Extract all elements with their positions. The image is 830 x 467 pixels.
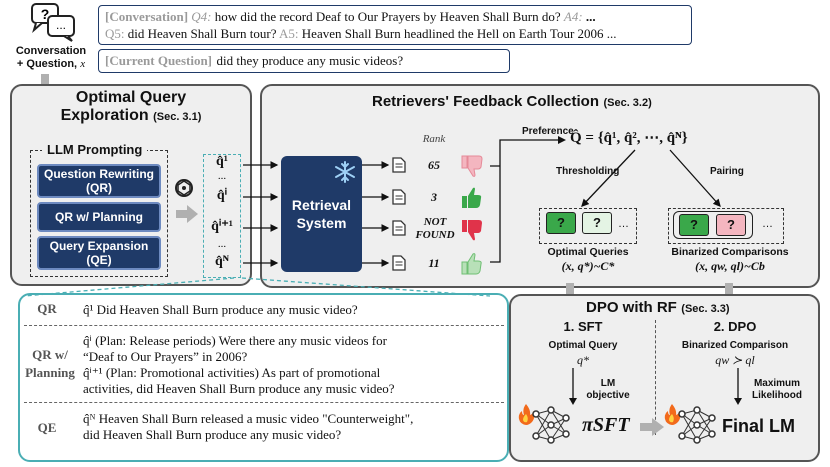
- document-icon: [392, 255, 406, 271]
- method-qe: Query Expansion (QE): [37, 236, 161, 270]
- feedback-title: Retrievers' Feedback Collection (Sec. 3.…: [372, 93, 652, 110]
- rank-value: 3: [431, 190, 437, 204]
- binarized-pair-bracket: [673, 211, 753, 239]
- query-candidates-box: [203, 154, 241, 278]
- dpo-heading: 2. DPO: [713, 319, 757, 334]
- svg-text:...: ...: [56, 18, 66, 32]
- dpo-title: DPO with RF (Sec. 3.3): [586, 299, 730, 316]
- document-icon: [392, 157, 406, 173]
- sft-heading: 1. SFT: [563, 319, 603, 334]
- example-row-qe: q̂ᴺ Heaven Shall Burn released a music v…: [83, 411, 414, 442]
- conversation-question-label: + Question, x: [16, 58, 86, 70]
- final-lm-label: Final LM: [722, 416, 795, 436]
- dpo-panel: [509, 294, 820, 462]
- rank-header: Rank: [422, 133, 446, 145]
- optimal-queries-label: Optimal Queries: [547, 246, 629, 258]
- optimal-query-bubble: ?: [546, 212, 576, 234]
- example-divider: [24, 325, 504, 326]
- example-row-qr: q̂¹ Did Heaven Shall Burn produce any mu…: [83, 302, 358, 317]
- down-thin-arrow-icon: [569, 368, 577, 405]
- conversation-line-2: Q5: did Heaven Shall Burn tour? A5: Heav…: [105, 26, 617, 41]
- openai-logo-icon: [175, 179, 193, 197]
- binarized-label: Binarized Comparisons: [671, 246, 789, 258]
- neural-network-icon: [532, 406, 570, 444]
- preference-bracket: [490, 136, 566, 263]
- preference-label: Preference: [522, 126, 574, 137]
- optimal-dots: …: [618, 218, 629, 230]
- examples-panel: [18, 293, 509, 462]
- sft-math: q*: [577, 353, 589, 367]
- query-dots-bottom: ...: [217, 238, 227, 250]
- conversation-caption: Conversation + Question, x: [6, 45, 96, 71]
- query-q1: q̂¹: [216, 154, 228, 169]
- optimal-queries-box: [539, 208, 637, 244]
- thumbs-down-light-icon: [461, 155, 483, 177]
- pairing-label: Pairing: [710, 166, 744, 177]
- retrieval-output-arrows: [362, 161, 390, 267]
- branch-arrows: [581, 149, 721, 207]
- example-label-qe: QE: [37, 420, 57, 435]
- fire-icon: [664, 404, 681, 425]
- gray-arrow-right-icon: [176, 205, 198, 223]
- binarized-dots: …: [762, 218, 773, 230]
- example-label-qr: QR: [37, 301, 57, 316]
- conversation-icon: ? ...: [31, 3, 75, 42]
- method-qr: Question Rewriting (QR): [37, 164, 161, 198]
- query-arrows: [243, 161, 279, 267]
- optimal-query-bubble: ?: [582, 212, 612, 234]
- example-divider: [24, 402, 504, 403]
- rejected-query-bubble: ?: [716, 214, 746, 236]
- llm-prompting-label: LLM Prompting: [42, 142, 148, 157]
- query-qn: q̂ᴺ: [215, 254, 229, 269]
- snowflake-icon: [335, 161, 355, 183]
- document-icon: [392, 220, 406, 236]
- query-set-formula: Q̂ = {q̂¹, q̂², ⋯, q̂ᴺ}: [570, 130, 688, 146]
- example-label-qr-planning: QR w/ Planning: [25, 347, 75, 380]
- thumbs-up-light-icon: [461, 253, 482, 275]
- conversation-label: Conversation: [15, 45, 87, 57]
- document-icon: [392, 189, 406, 205]
- method-qr-planning: QR w/ Planning: [37, 202, 161, 232]
- svg-text:?: ?: [41, 6, 50, 22]
- query-qi1: q̂ⁱ⁺¹: [211, 219, 233, 234]
- fire-icon: [518, 404, 535, 425]
- current-question-box: [Current Question] did they produce any …: [98, 49, 510, 73]
- max-likelihood-label: Maximum Likelihood: [752, 378, 802, 401]
- retrieval-system-label: Retrieval System: [291, 197, 352, 231]
- neural-network-icon: [678, 406, 716, 444]
- lm-objective-label: LM objective: [586, 378, 630, 401]
- sft-sub: Optimal Query: [548, 340, 618, 351]
- conversation-line-1: [Conversation] Q4: how did the record De…: [105, 9, 596, 24]
- dpo-sub: Binarized Comparison: [681, 340, 789, 351]
- optimal-queries-math: (x, q*)~C*: [561, 259, 615, 273]
- rank-value: NOT FOUND: [415, 216, 455, 241]
- query-qi: q̂ⁱ: [216, 188, 228, 203]
- binarized-math: (x, qw, ql)~Cb: [695, 259, 765, 273]
- retrieval-system-box: [281, 156, 362, 272]
- rank-value: 11: [428, 256, 440, 270]
- thresholding-label: Thresholding: [556, 166, 620, 177]
- preferred-query-bubble: ?: [679, 214, 709, 236]
- gray-arrow-right-icon: [640, 418, 664, 436]
- thumbs-up-icon: [462, 187, 482, 208]
- dpo-divider: [655, 320, 656, 435]
- conversation-box: [Conversation] Q4: how did the record De…: [98, 5, 692, 45]
- dpo-math: qw ≻ ql: [715, 353, 755, 367]
- example-row-qr-planning: q̂ⁱ (Plan: Release periods) Were there a…: [83, 333, 395, 396]
- exploration-title: Optimal Query Exploration (Sec. 3.1): [60, 89, 202, 124]
- pi-sft-label: πSFT: [582, 414, 630, 436]
- rank-value: 65: [428, 158, 440, 172]
- binarized-box: [668, 208, 784, 244]
- query-dots-top: ...: [217, 170, 227, 182]
- thumbs-down-icon: [462, 220, 482, 241]
- down-thin-arrow-icon: [734, 368, 742, 405]
